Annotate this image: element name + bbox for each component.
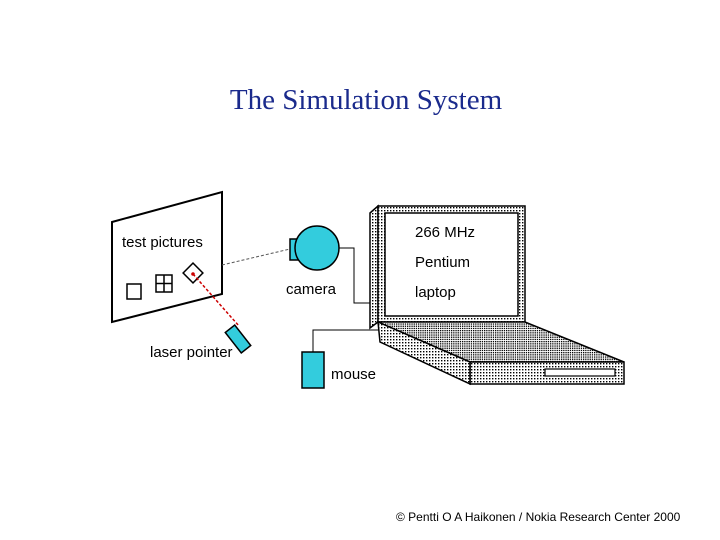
laser-pointer-label: laser pointer [150, 344, 233, 361]
camera-cable [339, 247, 380, 304]
test-pictures-board [111, 190, 223, 324]
mouse-cable [312, 329, 380, 352]
camera-label: camera [286, 281, 337, 298]
mouse-icon [301, 351, 325, 389]
laptop-label: laptop [415, 284, 456, 301]
laser-beam [192, 273, 240, 327]
test-pictures-label: test pictures [122, 234, 203, 251]
window-picture-icon [155, 274, 173, 293]
laser-pointer-icon [224, 324, 252, 354]
camera-sight-line [221, 248, 291, 266]
slide-title: The Simulation System [229, 84, 503, 116]
copyright-notice: © Pentti O A Haikonen / Nokia Research C… [396, 510, 681, 524]
square-picture-icon [126, 283, 142, 300]
laptop-spec-mhz: 266 MHz [415, 224, 475, 241]
diamond-picture-icon [182, 262, 204, 284]
laptop-icon [369, 204, 625, 386]
laptop-spec-cpu: Pentium [415, 254, 470, 271]
mouse-label: mouse [331, 366, 376, 383]
camera-icon [289, 225, 340, 271]
